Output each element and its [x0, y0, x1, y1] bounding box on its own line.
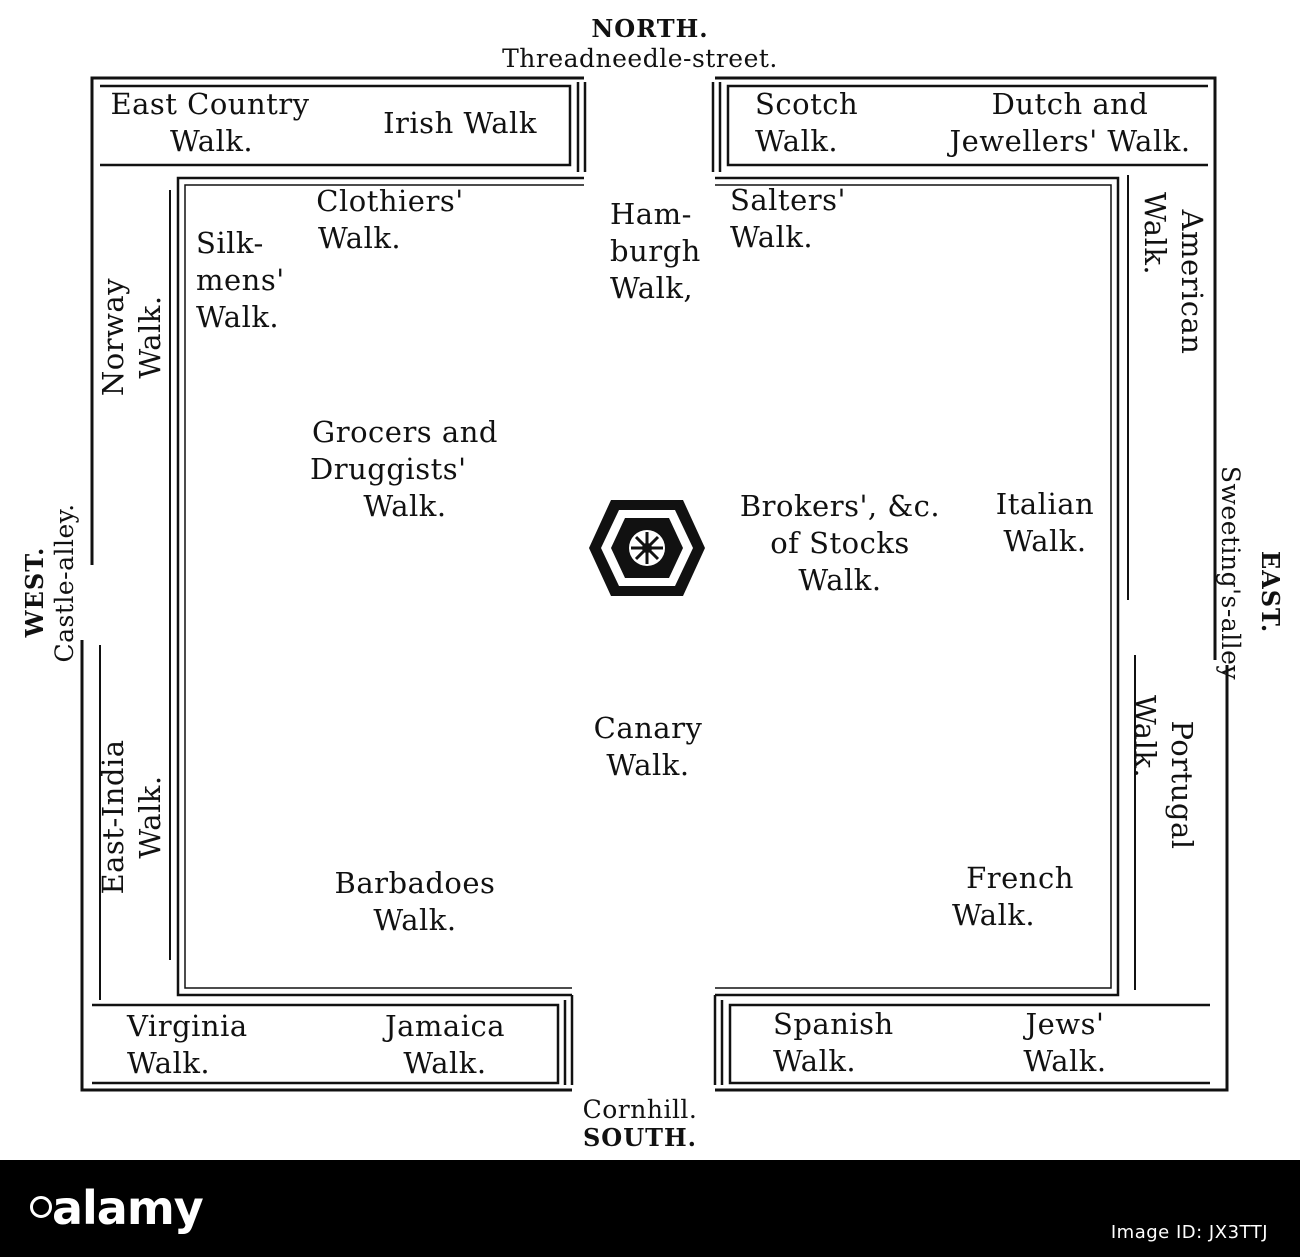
east-label: EAST. — [1256, 550, 1285, 634]
south-west-booths — [92, 995, 574, 1085]
clothiers-walk: Clothiers'Walk. — [316, 184, 464, 255]
silkmens-walk: Silk-mens'Walk. — [196, 226, 285, 334]
north-street-label: Threadneedle-street. — [502, 44, 778, 73]
alamy-brand: alamy — [52, 1181, 204, 1235]
salters-walk: Salters'Walk. — [730, 183, 846, 254]
west-panel-frames — [99, 190, 171, 1000]
south-street-label: Cornhill. — [582, 1095, 698, 1124]
north-label: NORTH. — [591, 14, 709, 43]
image-id-caption: Image ID: JX3TTJ — [1110, 1222, 1268, 1243]
alamy-logo-icon — [30, 1196, 52, 1218]
central-statue-icon — [589, 500, 705, 596]
outer-wall — [80, 76, 1229, 1092]
north-west-booths — [100, 82, 587, 172]
inner-wall — [176, 176, 1120, 997]
north-east-booths — [711, 82, 1208, 172]
west-street-label: Castle-alley. — [50, 503, 79, 663]
west-label: WEST. — [20, 546, 49, 638]
east-panel-frames — [1127, 175, 1136, 990]
watermark-footer — [0, 1160, 1300, 1257]
irish-walk: Irish Walk — [383, 106, 537, 140]
south-east-booths — [713, 995, 1210, 1085]
south-label: SOUTH. — [582, 1123, 698, 1152]
east-street-label: Sweeting's-alley — [1216, 465, 1245, 681]
exchange-floor-plan — [80, 76, 1229, 1092]
jews-walk: Jews'Walk. — [1023, 1007, 1107, 1078]
